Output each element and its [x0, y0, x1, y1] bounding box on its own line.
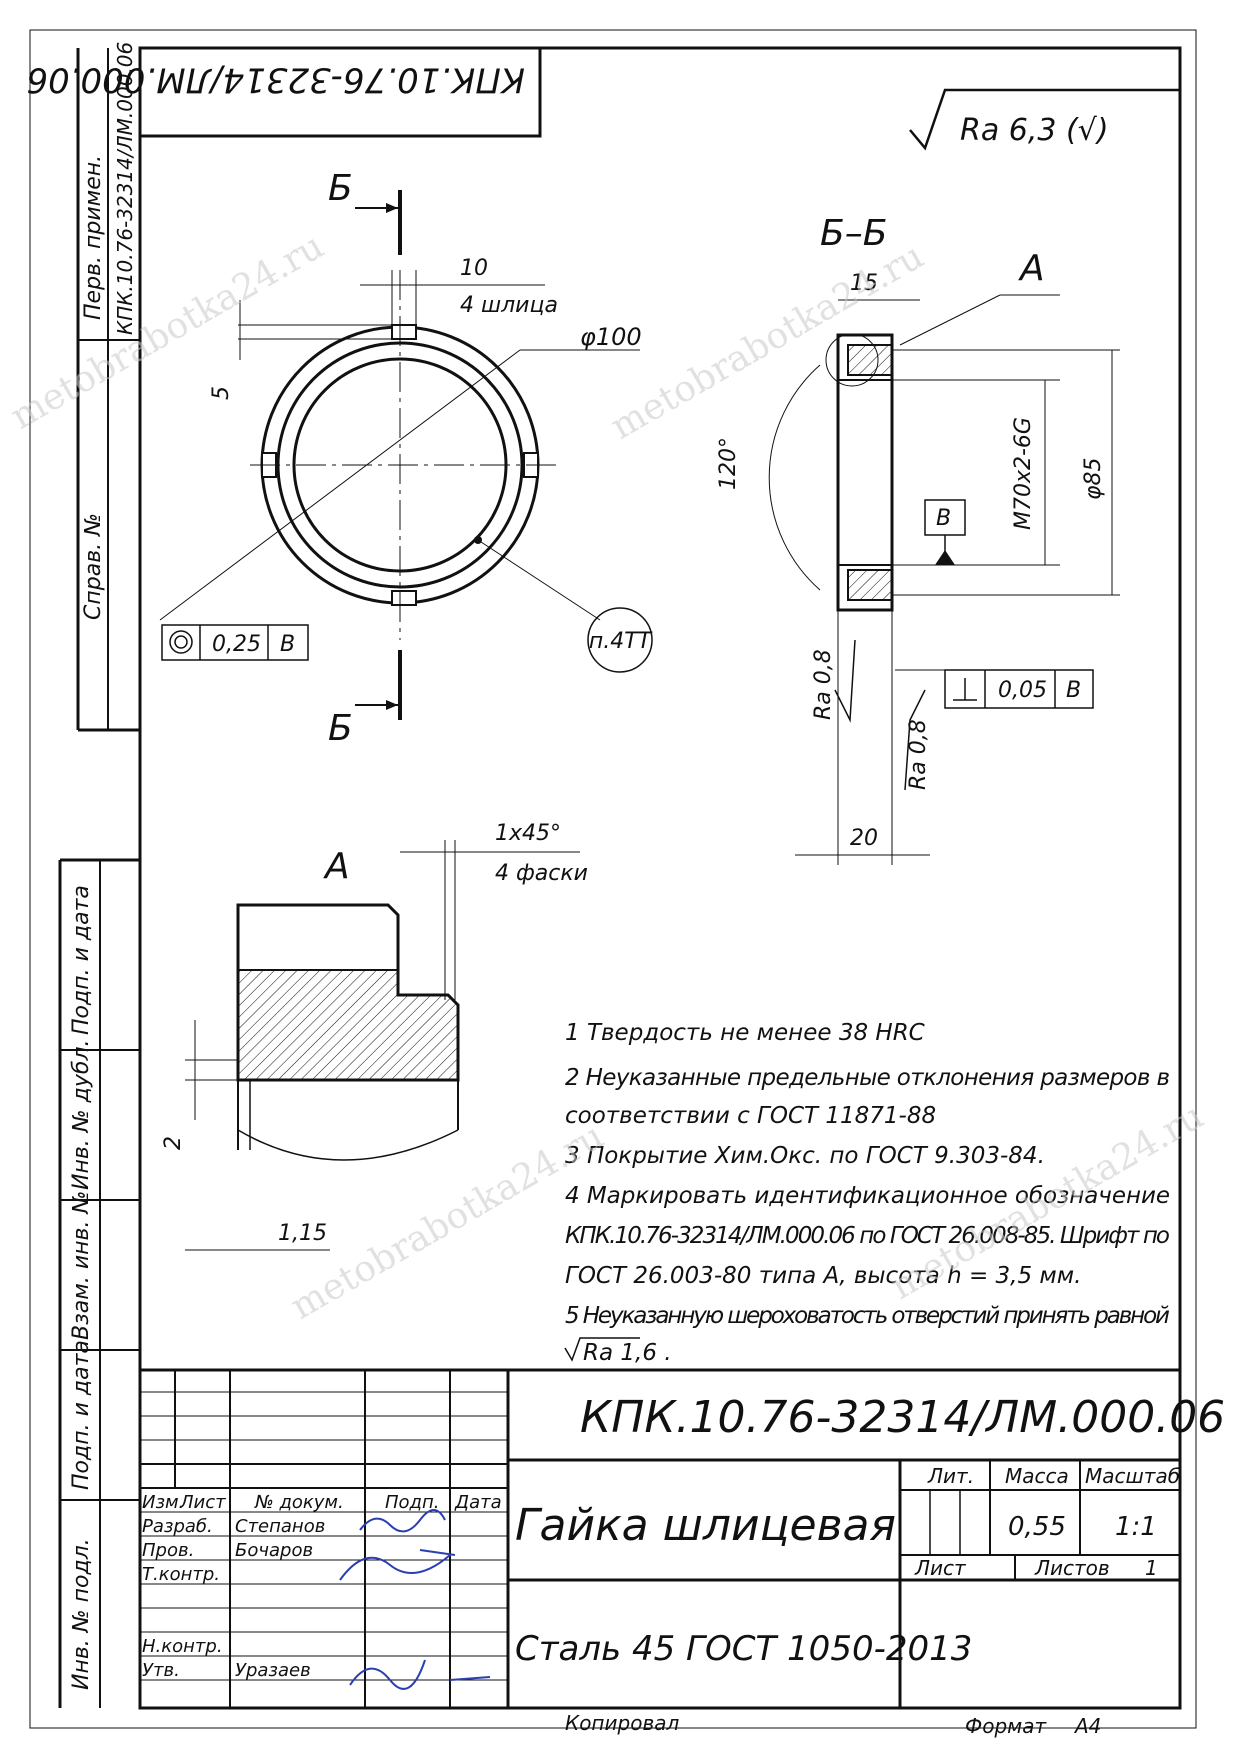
dim-slot-width: 10 [460, 256, 488, 281]
note-4a: 4 Маркировать идентификационное обозначе… [565, 1183, 1170, 1209]
roughness-general: Ra 6,3 (√) [909, 88, 1180, 151]
watermark: metobrabotka24.ru [4, 226, 331, 438]
front-view: Б Б 10 4 шлица 5 φ100 0,25 В п.4ТТ [159, 168, 653, 749]
header-izm: Изм. [142, 1492, 184, 1513]
tech-notes: 1 Твердость не менее 38 HRC 2 Неуказанны… [564, 1020, 1170, 1366]
chamfer-label: 1x45° [495, 821, 561, 846]
svg-text:Ra 6,3 (√): Ra 6,3 (√) [960, 113, 1109, 148]
watermark: metobrabotka24.ru [284, 1116, 611, 1328]
side-label-sprav: Справ. № [81, 513, 106, 620]
format-label: Формат [965, 1714, 1047, 1738]
roughness-left: Ra 0,8 [811, 649, 836, 720]
note-4c: ГОСТ 26.003-80 типа А, высота h = 3,5 мм… [565, 1263, 1081, 1289]
base-label: В [936, 506, 951, 531]
format-value: A4 [1073, 1714, 1101, 1738]
dim-outer-diameter: φ100 [580, 323, 642, 351]
header-podp: Подп. [385, 1492, 439, 1513]
name-razrab: Степанов [235, 1516, 325, 1537]
scale-label: Масштаб [1085, 1464, 1180, 1488]
title-block: КПК.10.76-32314/ЛМ.000.06 Гайка шлицевая… [138, 1368, 1225, 1710]
name-prov: Бочаров [235, 1540, 313, 1561]
dim-2: 2 [161, 1136, 186, 1150]
mass-label: Масса [1005, 1464, 1069, 1488]
note-5a: 5 Неуказанную шероховатость отверстий пр… [565, 1303, 1170, 1329]
dim-width-top: 15 [850, 271, 878, 296]
section-mark-bottom: Б [328, 708, 353, 749]
note-ref: п.4ТТ [589, 629, 653, 654]
angle-label: 120° [716, 437, 741, 490]
detail-title: А [323, 846, 350, 887]
mass-value: 0,55 [1008, 1512, 1066, 1542]
side-label-perv-code: КПК.10.76-32314/ЛМ.000.06 [113, 42, 137, 335]
section-mark-top: Б [328, 168, 353, 209]
detail-view: А 1x45° 4 фаски 2 1,15 [161, 821, 588, 1251]
roughness-right: Ra 0,8 [906, 719, 931, 790]
sheet-label: Лист [914, 1556, 967, 1580]
note-1: 1 Твердость не менее 38 HRC [565, 1020, 925, 1046]
side-stamp: Перв. примен. КПК.10.76-32314/ЛМ.000.06 … [58, 42, 140, 1708]
designation: КПК.10.76-32314/ЛМ.000.06 [580, 1392, 1225, 1443]
sheets-count: 1 [1145, 1556, 1158, 1580]
dim-115: 1,15 [278, 1221, 327, 1246]
dim-slot-depth: 5 [209, 386, 234, 400]
header-date: Дата [454, 1492, 502, 1513]
lit-label: Лит. [927, 1464, 974, 1488]
header-list: Лист [179, 1492, 226, 1513]
tolerance-base: В [280, 632, 295, 657]
chamfer-note: 4 фаски [495, 861, 588, 886]
side-label-podl: Инв. № подл. [69, 1538, 94, 1690]
note-2a: 2 Неуказанные предельные отклонения разм… [565, 1065, 1170, 1091]
signature-razrab [359, 1509, 446, 1533]
note-4b: КПК.10.76-32314/ЛМ.000.06 по ГОСТ 26.008… [565, 1223, 1170, 1249]
stamp-box [138, 46, 542, 138]
scale-value: 1:1 [1115, 1512, 1157, 1542]
stamp-designation: КПК.10.76-32314/ЛМ.000.06 [26, 60, 525, 100]
material: Сталь 45 ГОСТ 1050-2013 [515, 1629, 972, 1669]
role-nkontr: Н.контр. [142, 1636, 223, 1657]
dim-diameter-85: φ85 [1081, 457, 1106, 500]
role-razrab: Разраб. [142, 1516, 213, 1537]
signature-prov [339, 1549, 456, 1581]
side-label-vzam: Взам. инв. № [69, 1191, 94, 1340]
watermark: metobrabotka24.ru [604, 236, 931, 448]
note-3: 3 Покрытие Хим.Окс. по ГОСТ 9.303-84. [565, 1143, 1045, 1169]
signature-utv [349, 1659, 491, 1690]
section-title: Б–Б [820, 213, 887, 254]
role-tkontr: Т.контр. [142, 1564, 220, 1585]
slot-note: 4 шлица [460, 293, 558, 318]
side-label-perv: Перв. примен. [81, 155, 106, 320]
perp-tolerance: 0,05 [998, 678, 1047, 703]
header-doc: № докум. [254, 1492, 344, 1513]
side-label-dubl: Инв. № дубл. [69, 1039, 94, 1190]
side-label-podp1: Подп. и дата [69, 885, 94, 1035]
tolerance-value: 0,25 [212, 632, 261, 657]
side-label-podp2: Подп. и дата [69, 1340, 94, 1490]
detail-mark: А [1018, 248, 1045, 289]
perp-base: В [1066, 678, 1081, 703]
part-name: Гайка шлицевая [515, 1500, 896, 1551]
name-utv: Уразаев [235, 1660, 311, 1681]
dim-width-bottom: 20 [850, 826, 878, 851]
note-2b: соответствии с ГОСТ 11871-88 [565, 1103, 936, 1129]
role-utv: Утв. [142, 1660, 180, 1681]
dim-thread: M70x2-6G [1011, 417, 1036, 530]
note-5b: Ra 1,6 . [583, 1340, 672, 1366]
copied-label: Копировал [565, 1711, 679, 1735]
section-view: Б–Б А 15 M70x2-6G φ85 120° В Ra 0,8 [716, 213, 1120, 865]
sheets-label: Листов [1034, 1556, 1110, 1580]
outer-frame [29, 29, 1197, 1729]
role-prov: Пров. [142, 1540, 194, 1561]
